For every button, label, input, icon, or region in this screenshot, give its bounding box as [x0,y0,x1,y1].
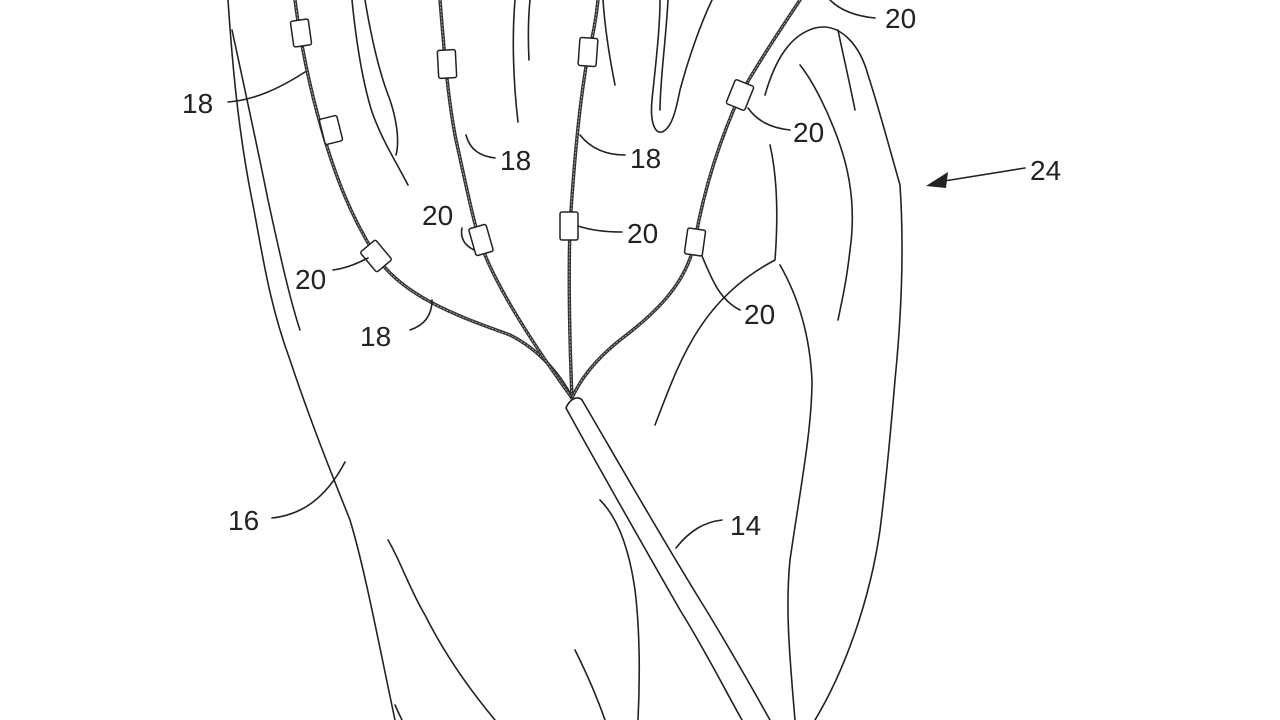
finger-crease-3 [512,0,519,123]
hand-left-inner-edge [231,29,301,331]
finger-crease-5 [602,0,616,86]
wire-ring [570,0,802,400]
hand-left-edge [227,0,396,720]
sensor-left-2 [318,114,344,146]
finger-crease-1 [351,0,409,186]
sensor-index-2 [468,223,494,257]
reference-numerals: 18 18 18 18 20 20 20 20 20 20 16 14 24 [182,3,1061,541]
arrow-head [926,172,948,188]
finger-tip [650,0,713,133]
label-wire-d: 18 [360,321,391,352]
label-sensor-right-upper: 20 [793,117,824,148]
leader-sensor-middle [577,225,623,233]
thumb-inner-2 [654,144,778,426]
wrist-crease [574,649,606,720]
leader-wire-a [227,71,306,103]
leader-wire-c [579,134,626,156]
leader-cable [675,519,723,549]
thumb-base-line [837,29,856,111]
label-sensor-right-lower: 20 [744,299,775,330]
finger-crease-2 [364,0,399,156]
arrow-shaft [937,167,1026,183]
palm-crease-right [599,499,641,720]
cable-end [565,397,583,409]
leader-sensor-top-right [829,0,876,19]
leader-sensor-right-lower [701,255,741,311]
leader-sensor-index [460,227,475,251]
sensor-middle-2 [559,211,579,241]
glove-outline [227,0,903,720]
wrist-left-bottom [394,704,403,720]
leader-lines [227,0,1026,549]
label-cable: 14 [730,510,761,541]
label-sensor-middle: 20 [627,218,658,249]
finger-crease-4 [527,0,531,61]
leader-sensor-right-upper [747,107,791,131]
leader-wire-b [465,134,496,159]
sensor-ring-2 [683,227,707,257]
thumb-inner-3 [779,264,813,720]
sensor-middle-1 [577,36,599,68]
label-assembly: 24 [1030,155,1061,186]
label-wire-c: 18 [630,143,661,174]
leader-glove [271,461,346,519]
finger-tip-inner [659,0,669,111]
palm-crease-lower [387,539,496,720]
cable-left-edge [565,407,743,720]
thumb-outline [764,26,903,720]
label-wire-a: 18 [182,88,213,119]
leader-sensor-left [332,257,369,271]
sensor-index-1 [436,48,458,80]
label-sensor-index: 20 [422,200,453,231]
label-wire-b: 18 [500,145,531,176]
sensors [289,18,755,273]
wire-index [438,0,574,400]
sensor-left-1 [289,18,313,48]
cable [565,397,771,720]
cable-right-edge [581,399,771,720]
label-sensor-top-right: 20 [885,3,916,34]
thumb-inner-1 [799,64,854,321]
label-sensor-left: 20 [295,264,326,295]
sensor-ring-1 [725,79,755,111]
sensor-left-3 [360,239,392,273]
label-glove: 16 [228,505,259,536]
leader-wire-d [409,299,433,331]
